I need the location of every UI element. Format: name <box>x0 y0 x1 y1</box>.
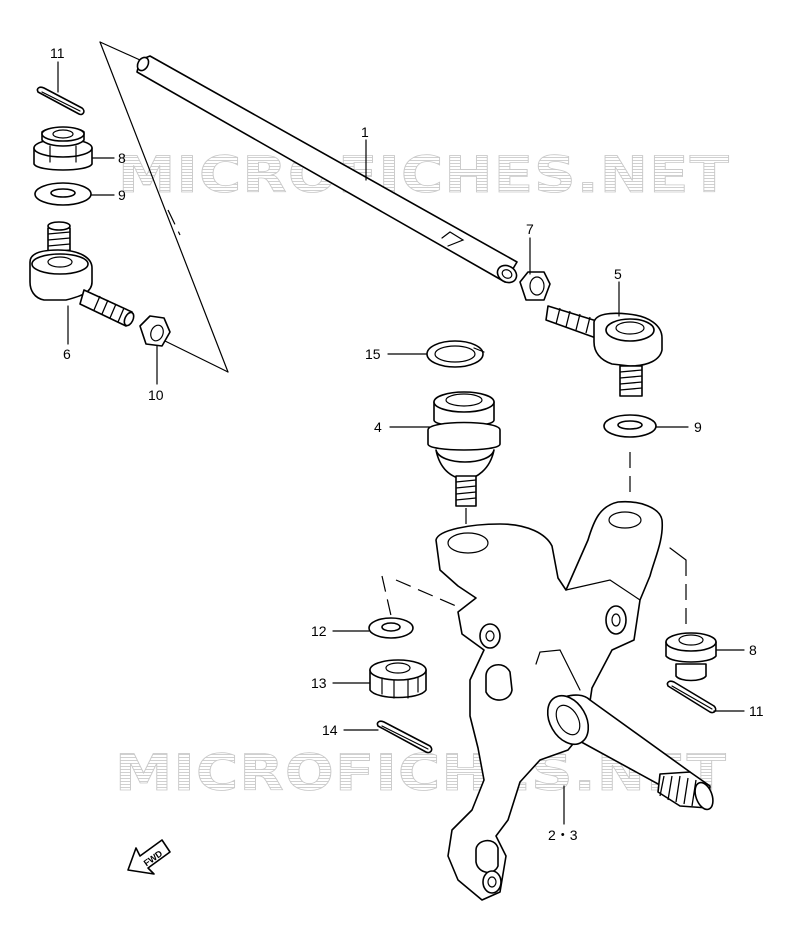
tie-rod-end-right <box>545 305 663 397</box>
steering-knuckle <box>435 500 714 901</box>
callout-11-right: 11 <box>749 703 764 719</box>
callout-9-top: 9 <box>118 187 126 203</box>
callout-14: 14 <box>322 722 338 738</box>
castle-nut-13 <box>369 659 427 699</box>
callout-2-3: 2・3 <box>548 827 578 843</box>
callout-10: 10 <box>148 387 164 403</box>
callout-4: 4 <box>374 419 382 435</box>
callout-13: 13 <box>311 675 327 691</box>
callout-12: 12 <box>311 623 327 639</box>
washer-top <box>34 182 92 206</box>
washer-12 <box>368 617 414 639</box>
callout-9-right: 9 <box>694 419 702 435</box>
callout-5: 5 <box>614 266 622 282</box>
washer-right <box>603 414 657 438</box>
tie-rod-end-left <box>29 221 135 327</box>
castle-nut-top <box>33 126 93 171</box>
callout-11-top: 11 <box>50 45 65 61</box>
callout-1: 1 <box>361 124 369 140</box>
callout-8-right: 8 <box>749 642 757 658</box>
cotter-pin-right <box>666 680 717 714</box>
callout-labels: 11 8 9 6 10 1 7 5 15 4 9 12 13 14 8 11 2… <box>50 45 764 843</box>
leader-lines <box>57 61 745 825</box>
fwd-arrow: FWD <box>127 839 171 875</box>
tie-rod <box>136 55 518 284</box>
lock-nut-left <box>139 315 171 347</box>
callout-8-top: 8 <box>118 150 126 166</box>
callout-15: 15 <box>365 346 381 362</box>
assembly-bracket-lines <box>99 41 229 373</box>
ball-joint <box>427 391 501 507</box>
lock-nut-right <box>519 271 551 301</box>
watermark-top: MICROFICHES.NET <box>118 146 730 204</box>
snap-ring <box>426 340 485 368</box>
callout-7: 7 <box>526 221 534 237</box>
callout-6: 6 <box>63 346 71 362</box>
flange-nut-right <box>665 632 717 682</box>
cotter-pin-top <box>36 86 85 116</box>
alignment-lines <box>381 452 687 630</box>
cotter-pin-14 <box>376 720 433 754</box>
